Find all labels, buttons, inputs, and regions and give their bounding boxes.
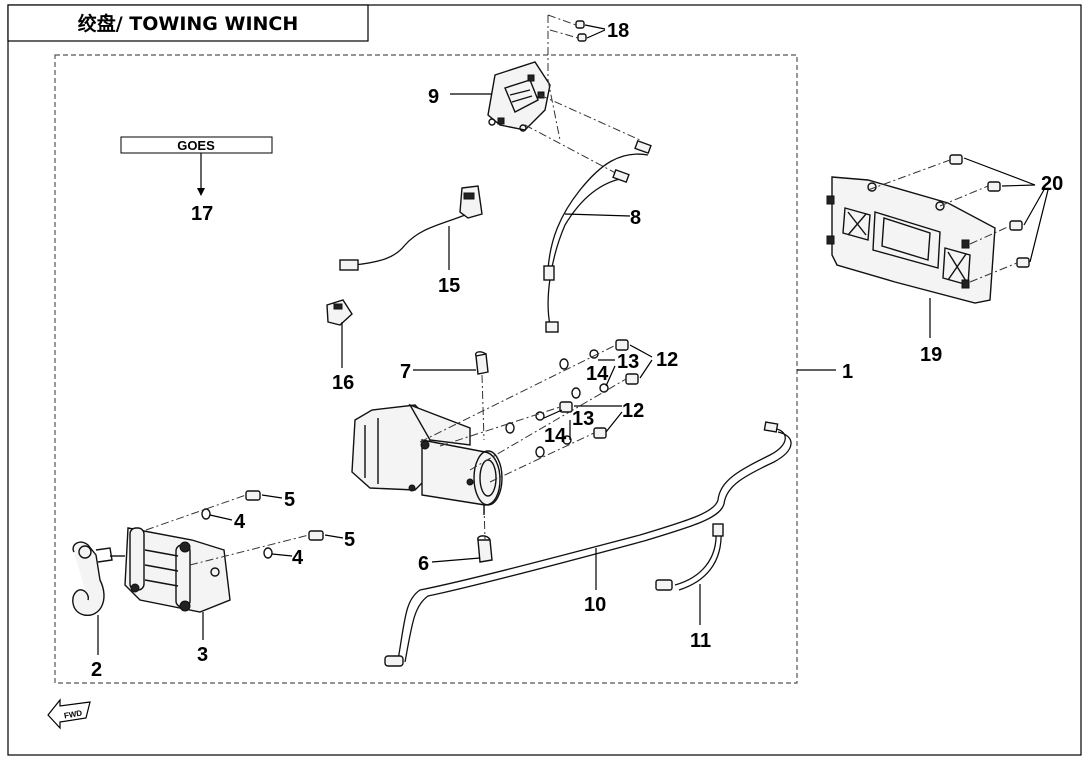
callout-4a: 4: [234, 511, 246, 533]
outer-frame: [7, 4, 1082, 756]
controller-screws-part: [575, 20, 587, 42]
goes-label-text: GOES: [177, 138, 215, 153]
callout-12a: 12: [656, 349, 678, 371]
callout-15: 15: [438, 275, 460, 297]
winch-controller-part: [487, 61, 551, 132]
wire-harness-part: [543, 139, 652, 333]
callout-17: 17: [191, 203, 213, 225]
diagram-title: 绞盘/ TOWING WINCH: [78, 12, 299, 35]
callout-9: 9: [428, 86, 439, 108]
motor-hardware-lower-part: [505, 401, 607, 458]
callout-5a: 5: [284, 489, 295, 511]
callout-1: 1: [842, 361, 853, 383]
mounting-plate-part: [826, 176, 996, 304]
callout-14b: 14: [544, 425, 567, 447]
switch-harness-part: [339, 185, 483, 271]
mounting-bolts-part: [949, 154, 1030, 268]
ground-cable-part: [655, 523, 724, 591]
callout-16: 16: [332, 372, 354, 394]
power-cable-part: [384, 421, 792, 667]
callout-20: 20: [1041, 173, 1063, 195]
callout-11: 11: [690, 630, 711, 652]
callout-14a: 14: [586, 363, 609, 385]
callout-3: 3: [197, 644, 208, 666]
motor-hardware-upper-part: [559, 339, 639, 399]
callout-19: 19: [920, 344, 942, 366]
callout-6: 6: [418, 553, 429, 575]
winch-assembly-part: [351, 403, 503, 515]
callout-10: 10: [584, 594, 606, 616]
callout-8: 8: [630, 207, 641, 229]
rubber-grommet-part: [326, 299, 353, 326]
motor-clamp-bottom-part: [477, 535, 493, 563]
callout-4b: 4: [292, 547, 304, 569]
callout-7: 7: [400, 361, 411, 383]
callout-13a: 13: [617, 351, 639, 373]
roller-fairlead-part: [124, 527, 231, 613]
kit-boundary: [54, 54, 798, 684]
callout-5b: 5: [344, 529, 355, 551]
motor-clamp-top-part: [474, 351, 489, 375]
callout-13b: 13: [572, 408, 594, 430]
callout-12b: 12: [622, 400, 644, 422]
fwd-arrow-icon: FWD: [47, 698, 91, 730]
callout-2: 2: [91, 659, 102, 681]
winch-hook-part: [72, 541, 125, 616]
callout-18: 18: [607, 20, 629, 42]
fwd-label: FWD: [63, 708, 83, 720]
fairlead-hardware-part: [201, 490, 324, 559]
goes-label-box: [120, 136, 273, 154]
title-box: [7, 4, 369, 42]
